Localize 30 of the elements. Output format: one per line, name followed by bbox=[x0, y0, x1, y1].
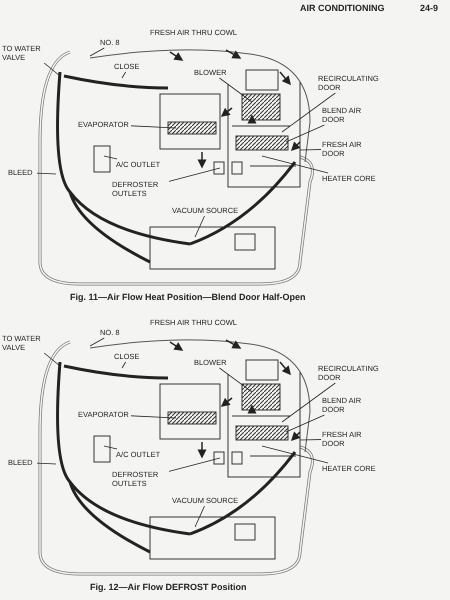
leader-line bbox=[286, 124, 325, 142]
leader-line bbox=[194, 506, 205, 528]
leader-line bbox=[36, 172, 56, 174]
leader-line bbox=[300, 149, 322, 150]
leader-line bbox=[282, 382, 336, 422]
leader-line bbox=[122, 72, 126, 78]
figure-caption: Fig. 12—Air Flow DEFROST Position bbox=[90, 582, 248, 593]
leader-line bbox=[90, 48, 105, 56]
leader-line bbox=[286, 414, 325, 432]
leader-line bbox=[130, 125, 176, 128]
leader-line bbox=[219, 78, 252, 102]
leader-line bbox=[262, 446, 328, 464]
leader-line bbox=[122, 362, 126, 368]
leader-line bbox=[104, 446, 118, 450]
leader-line bbox=[282, 92, 336, 132]
figure-caption: Fig. 11—Air Flow Heat Position—Blend Door Half-Open bbox=[70, 292, 307, 303]
running-head: AIR CONDITIONING bbox=[300, 4, 386, 13]
leader-line bbox=[168, 458, 220, 472]
leader-line bbox=[44, 62, 60, 76]
leader-line bbox=[104, 156, 118, 160]
leader-line bbox=[36, 462, 56, 464]
leader-line bbox=[90, 338, 105, 346]
leader-line bbox=[130, 415, 176, 418]
leader-line bbox=[194, 216, 205, 238]
leader-line bbox=[262, 156, 328, 174]
leader-line bbox=[300, 439, 322, 440]
leader-line bbox=[168, 168, 220, 182]
page-number: 24-9 bbox=[420, 4, 440, 13]
leader-line bbox=[219, 368, 252, 392]
leader-line bbox=[44, 352, 60, 366]
